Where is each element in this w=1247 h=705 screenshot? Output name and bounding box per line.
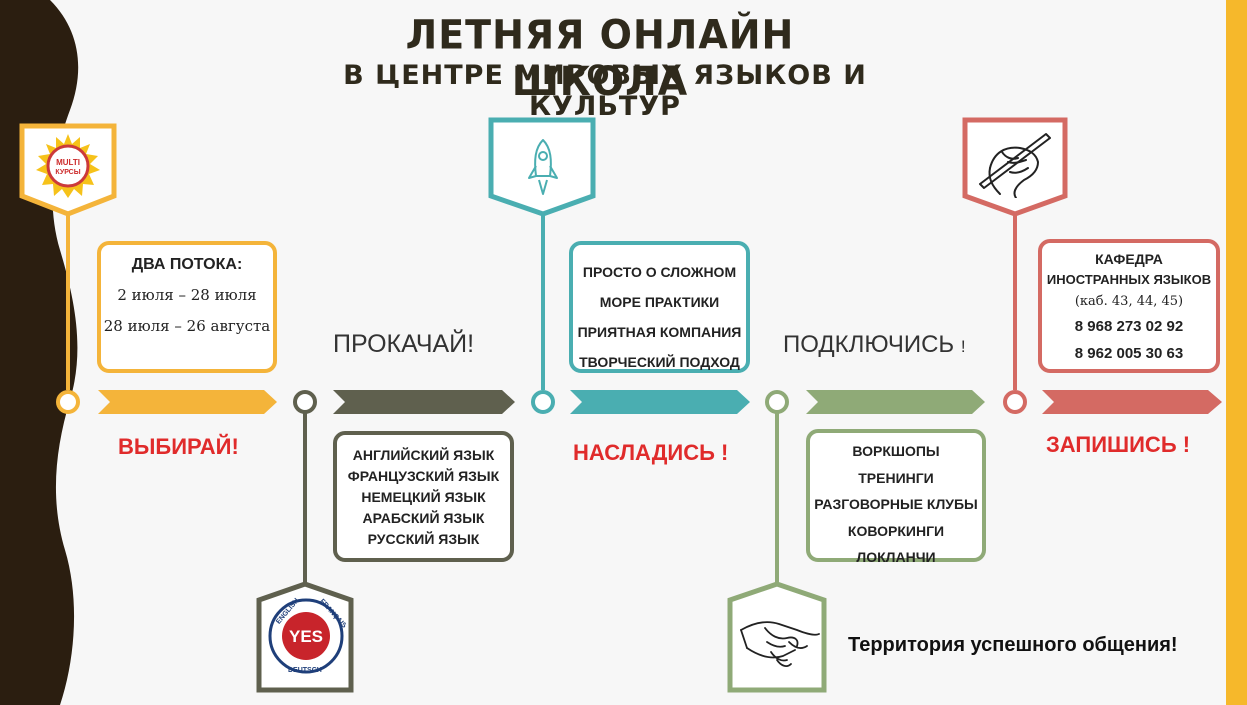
title-line-1: ЛЕТНЯЯ ОНЛАЙН ШКОЛА (405, 11, 795, 105)
streams-title: ДВА ПОТОКА: (131, 256, 243, 273)
rocket-icon (528, 139, 558, 195)
ring-deutsch: DEUTSCH (288, 667, 322, 674)
label-vybirai: ВЫБИРАЙ! (118, 434, 239, 459)
activity-item: ТРЕНИНГИ (858, 469, 934, 486)
phone-2: 8 962 005 30 63 (1074, 345, 1184, 362)
language-item: ФРАНЦУЗСКИЙ ЯЗЫК (347, 468, 500, 484)
activity-item: РАЗГОВОРНЫЕ КЛУБЫ (814, 496, 978, 512)
contacts-box: КАФЕДРА ИНОСТРАННЫХ ЯЗЫКОВ (каб. 43, 44,… (1038, 239, 1220, 373)
label-podkluchis-suffix: ! (960, 337, 966, 356)
dept-line-2: ИНОСТРАННЫХ ЯЗЫКОВ (1046, 272, 1212, 287)
activities-box: ВОРКШОПЫ ТРЕНИНГИ РАЗГОВОРНЫЕ КЛУБЫ КОВО… (806, 429, 986, 565)
stream-dates-2: 28 июля – 26 августа (103, 317, 271, 335)
language-item: НЕМЕЦКИЙ ЯЗЫК (361, 489, 486, 505)
logo-text-2: КУРСЫ (55, 169, 80, 176)
label-prokachai: ПРОКАЧАЙ! (333, 330, 475, 358)
yes-text: YES (289, 627, 323, 646)
hand-pen-icon (979, 133, 1051, 198)
title-line-2: В ЦЕНТРЕ МИРОВЫХ ЯЗЫКОВ И КУЛЬТУР (343, 60, 867, 122)
multi-kursy-logo: MULTI КУРСЫ (36, 134, 100, 198)
stream-dates-1: 2 июля – 28 июля (117, 286, 257, 304)
feature-item: ПРОСТО О СЛОЖНОМ (582, 264, 737, 280)
languages-box: АНГЛИЙСКИЙ ЯЗЫК ФРАНЦУЗСКИЙ ЯЗЫК НЕМЕЦКИ… (333, 431, 514, 562)
arrow-yellow (98, 390, 277, 414)
feature-item: ТВОРЧЕСКИЙ ПОДХОД (579, 354, 740, 370)
rooms: (каб. 43, 44, 45) (1074, 294, 1184, 309)
language-item: АРАБСКИЙ ЯЗЫК (362, 510, 485, 526)
label-nasladis: НАСЛАДИСЬ ! (573, 440, 729, 465)
features-box: ПРОСТО О СЛОЖНОМ МОРЕ ПРАКТИКИ ПРИЯТНАЯ … (569, 241, 750, 373)
label-zapishis: ЗАПИШИСЬ ! (1046, 432, 1191, 457)
language-item: РУССКИЙ ЯЗЫК (367, 531, 480, 547)
label-podkluchis: ПОДКЛЮЧИСЬ ! (783, 331, 966, 359)
label-podkluchis-text: ПОДКЛЮЧИСЬ (783, 331, 955, 358)
feature-item: МОРЕ ПРАКТИКИ (599, 294, 720, 310)
slogan: Территория успешного общения! (848, 634, 1178, 656)
activity-item: ВОРКШОПЫ (852, 443, 940, 459)
phone-1: 8 968 273 02 92 (1074, 318, 1184, 335)
streams-box: ДВА ПОТОКА: 2 июля – 28 июля 28 июля – 2… (97, 241, 277, 373)
yes-logo: YES ENGLISH FRANÇAIS DEUTSCH (268, 597, 346, 674)
handshake-icon (740, 621, 820, 667)
activity-item: ЛОКЛАНЧИ (856, 549, 936, 565)
logo-text-1: MULTI (56, 158, 80, 167)
dept-line-1: КАФЕДРА (1095, 251, 1163, 267)
language-item: АНГЛИЙСКИЙ ЯЗЫК (352, 447, 495, 463)
feature-item: ПРИЯТНАЯ КОМПАНИЯ (577, 324, 742, 340)
activity-item: КОВОРКИНГИ (847, 522, 945, 539)
